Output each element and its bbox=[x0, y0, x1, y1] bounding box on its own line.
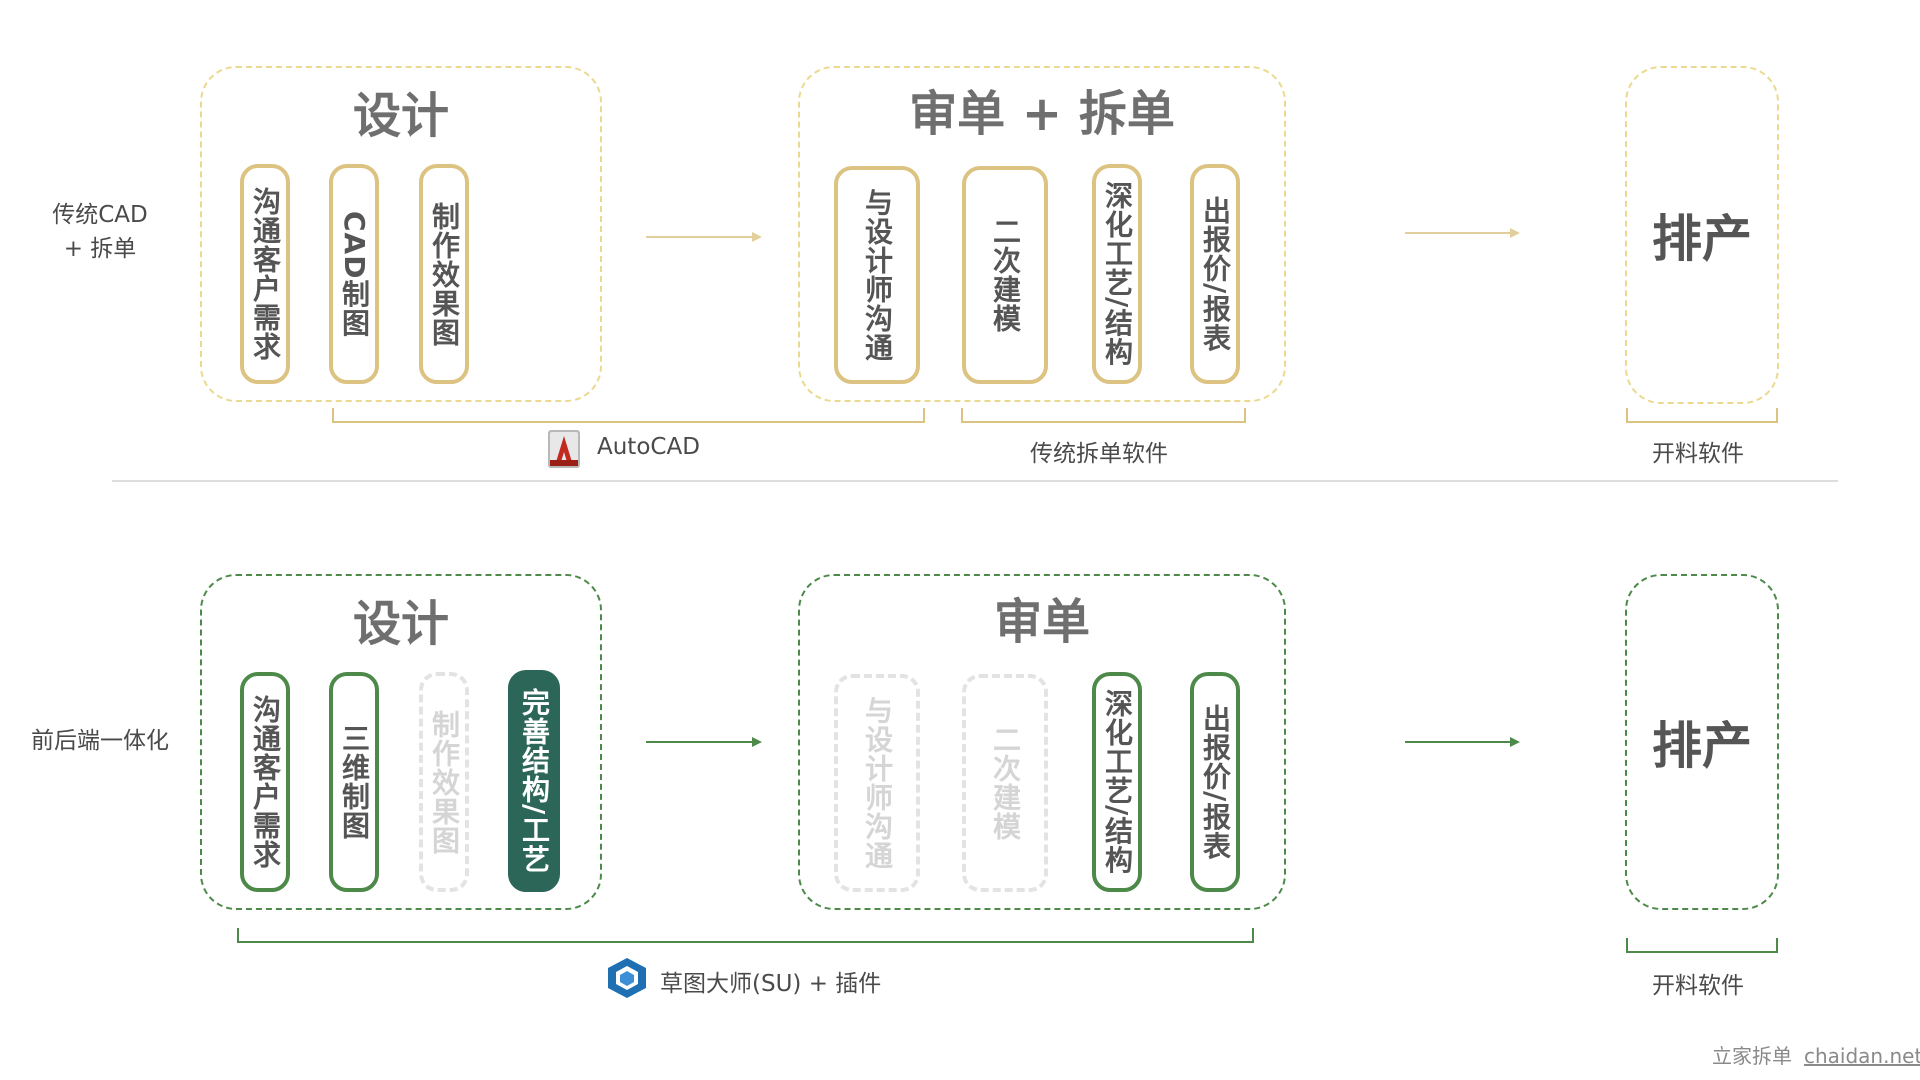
cutting-software-label-top: 开料软件 bbox=[1652, 441, 1744, 467]
sketchup-logo-icon bbox=[606, 956, 648, 1000]
step-communicate-client[interactable]: 沟通客户需求 bbox=[240, 164, 290, 384]
design-group-traditional bbox=[200, 66, 602, 402]
autocad-label: AutoCAD bbox=[597, 434, 700, 460]
row-label-integrated: 前后端一体化 bbox=[31, 728, 169, 754]
production-group-integrated: 排产 bbox=[1625, 574, 1779, 910]
step-remodel-disabled[interactable]: 二次建模 bbox=[962, 674, 1048, 892]
bracket-cutting-software-bottom bbox=[1626, 938, 1778, 953]
production-title-traditional: 排产 bbox=[1652, 210, 1752, 268]
arrow-review-to-production-2 bbox=[1405, 737, 1520, 747]
bracket-sketchup bbox=[237, 928, 1254, 943]
footer: 立家拆单 chaidan.net bbox=[1712, 1040, 1920, 1069]
row-label-line-2: + 拆单 bbox=[63, 236, 137, 262]
row-label-line-1: 传统CAD bbox=[52, 202, 148, 228]
step-complete-structure[interactable]: 完善结构/工艺 bbox=[508, 670, 560, 892]
review-title-integrated: 审单 bbox=[993, 594, 1090, 650]
step-deepen-process[interactable]: 深化工艺/结构 bbox=[1092, 164, 1142, 384]
section-divider bbox=[112, 480, 1838, 482]
production-group-traditional: 排产 bbox=[1625, 66, 1779, 404]
bracket-split-software bbox=[961, 408, 1246, 423]
step-communicate-designer-disabled[interactable]: 与设计师沟通 bbox=[834, 674, 920, 892]
review-title-traditional: 审单 + 拆单 bbox=[909, 86, 1175, 142]
footer-brand: 立家拆单 bbox=[1712, 1044, 1792, 1068]
footer-site-link[interactable]: chaidan.net bbox=[1804, 1044, 1920, 1068]
step-render-disabled[interactable]: 制作效果图 bbox=[419, 672, 469, 892]
bracket-autocad bbox=[332, 408, 925, 423]
production-title-integrated: 排产 bbox=[1652, 717, 1752, 775]
step-render[interactable]: 制作效果图 bbox=[419, 164, 469, 384]
step-cad-drawing[interactable]: CAD制图 bbox=[329, 164, 379, 384]
arrow-review-to-production bbox=[1405, 228, 1520, 238]
step-communicate-designer[interactable]: 与设计师沟通 bbox=[834, 166, 920, 384]
design-group-integrated bbox=[200, 574, 602, 910]
arrow-design-to-review bbox=[646, 232, 762, 242]
split-software-label: 传统拆单软件 bbox=[1030, 441, 1168, 467]
step-3d-drawing[interactable]: 三维制图 bbox=[329, 672, 379, 892]
step-quote-report[interactable]: 出报价/报表 bbox=[1190, 164, 1240, 384]
review-group-integrated bbox=[798, 574, 1286, 910]
step-remodel[interactable]: 二次建模 bbox=[962, 166, 1048, 384]
design-title-traditional: 设计 bbox=[352, 88, 449, 144]
step-deepen-process-2[interactable]: 深化工艺/结构 bbox=[1092, 672, 1142, 892]
sketchup-label: 草图大师(SU) + 插件 bbox=[660, 971, 882, 997]
arrow-design-to-review-2 bbox=[646, 737, 762, 747]
autocad-logo-icon bbox=[548, 430, 580, 468]
step-communicate-client-2[interactable]: 沟通客户需求 bbox=[240, 672, 290, 892]
row-label-traditional: 传统CAD + 拆单 bbox=[40, 198, 160, 266]
cutting-software-label-bottom: 开料软件 bbox=[1652, 973, 1744, 999]
step-quote-report-2[interactable]: 出报价/报表 bbox=[1190, 672, 1240, 892]
bracket-cutting-software-top bbox=[1626, 408, 1778, 423]
review-group-traditional bbox=[798, 66, 1286, 402]
design-title-integrated: 设计 bbox=[352, 596, 449, 652]
